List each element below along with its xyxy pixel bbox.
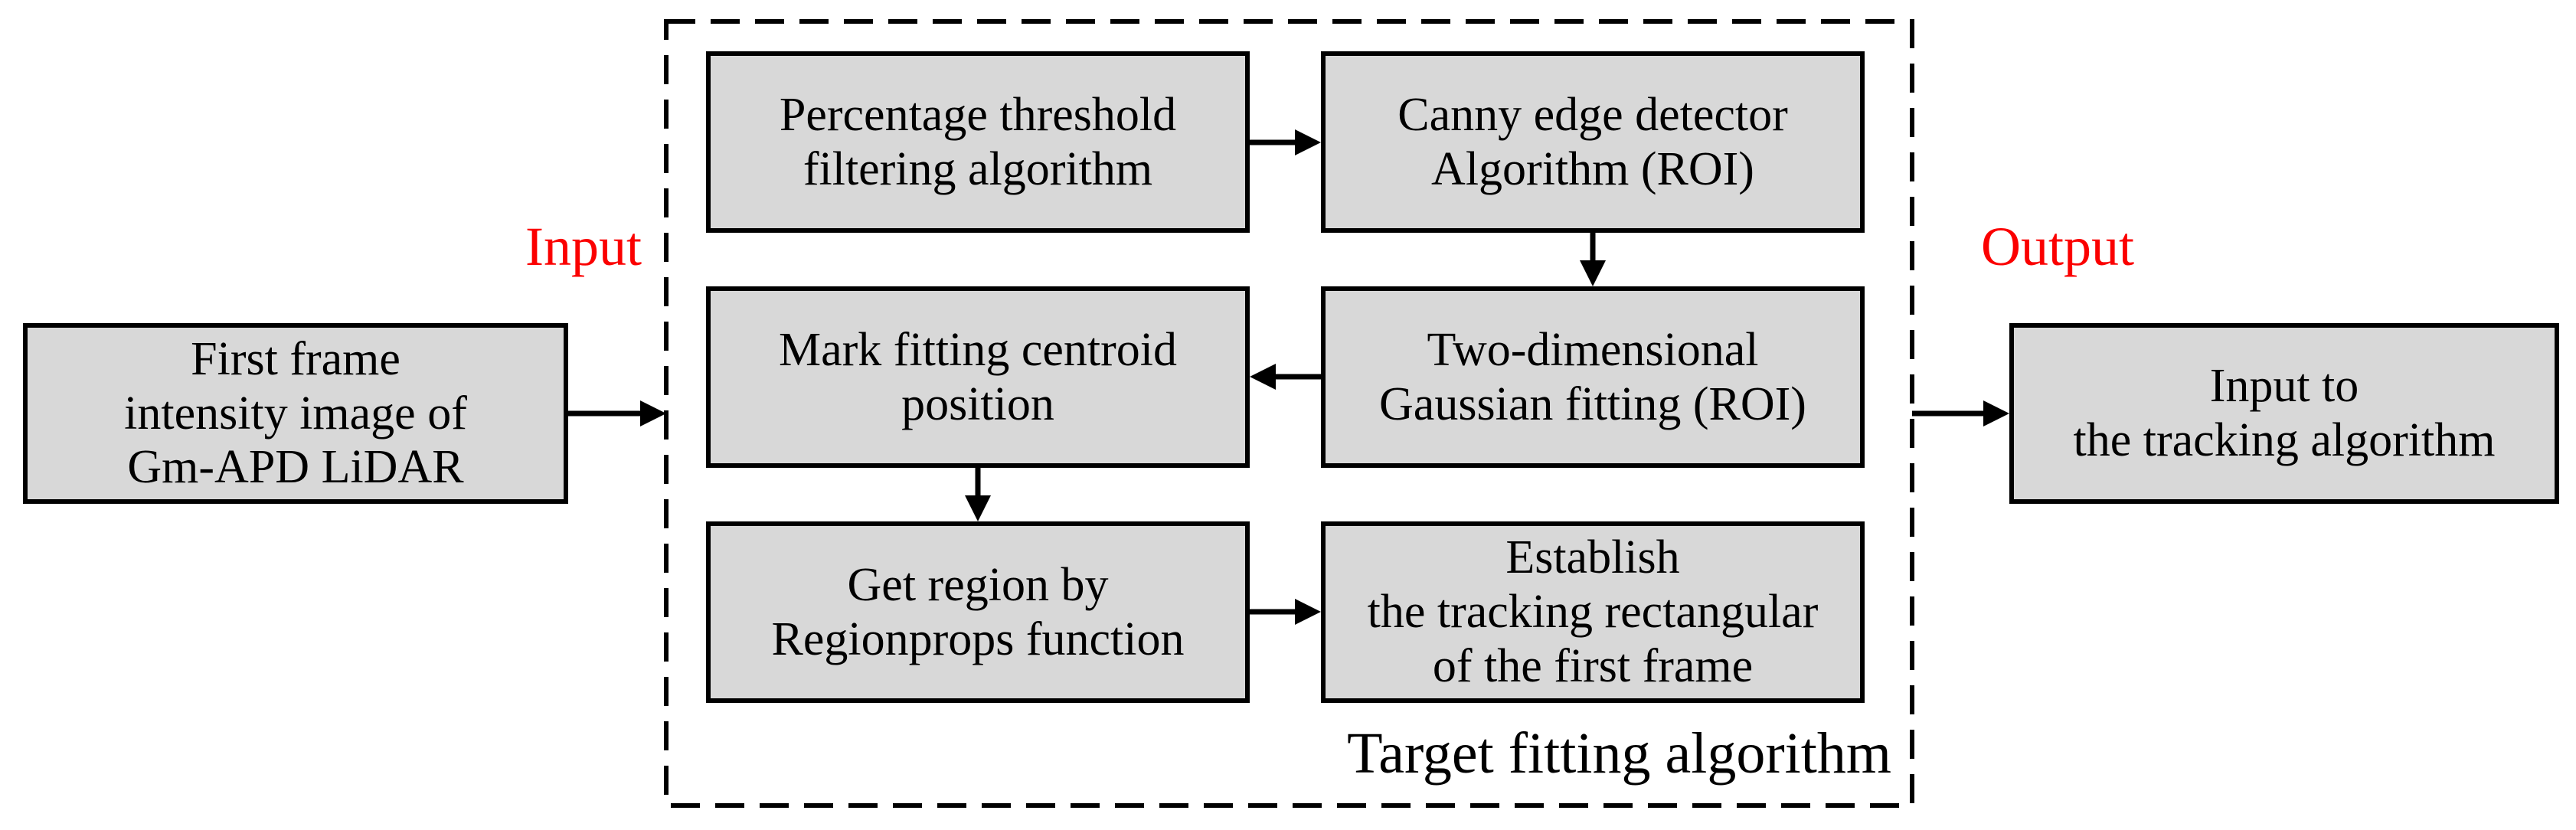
node-gaussian-fitting: Two-dimensional Gaussian fitting (ROI) xyxy=(1321,286,1865,468)
node-establish-rect: Establish the tracking rectangular of th… xyxy=(1321,521,1865,703)
node-gaussian-fitting-text: Two-dimensional Gaussian fitting (ROI) xyxy=(1379,323,1806,430)
arrow-output-head xyxy=(1983,400,2009,426)
input-label: Input xyxy=(525,216,642,277)
container-label: Target fitting algorithm xyxy=(1347,721,1891,786)
node-sink-tracking-input: Input to the tracking algorithm xyxy=(2009,323,2559,504)
node-mark-centroid-text: Mark fitting centroid position xyxy=(779,323,1177,430)
arrow-canny-to-gaussian-head xyxy=(1580,260,1606,286)
node-mark-centroid: Mark fitting centroid position xyxy=(706,286,1250,468)
node-get-region: Get region by Regionprops function xyxy=(706,521,1250,703)
node-source-text: First frame intensity image of Gm-APD Li… xyxy=(124,332,467,494)
arrow-gaussian-to-centroid-head xyxy=(1250,364,1276,390)
arrow-centroid-to-region-head xyxy=(965,495,991,521)
node-canny-edge-text: Canny edge detector Algorithm (ROI) xyxy=(1398,88,1788,195)
arrow-input-head xyxy=(640,400,666,426)
node-source-first-frame: First frame intensity image of Gm-APD Li… xyxy=(23,323,568,504)
output-label: Output xyxy=(1980,216,2135,277)
node-get-region-text: Get region by Regionprops function xyxy=(771,558,1185,665)
arrow-region-to-establish-head xyxy=(1295,599,1321,625)
node-percentage-threshold-text: Percentage threshold filtering algorithm xyxy=(779,88,1177,195)
node-canny-edge: Canny edge detector Algorithm (ROI) xyxy=(1321,51,1865,233)
node-sink-text: Input to the tracking algorithm xyxy=(2073,360,2496,466)
arrow-threshold-to-canny-head xyxy=(1295,129,1321,155)
node-establish-rect-text: Establish the tracking rectangular of th… xyxy=(1367,531,1819,692)
node-percentage-threshold: Percentage threshold filtering algorithm xyxy=(706,51,1250,233)
